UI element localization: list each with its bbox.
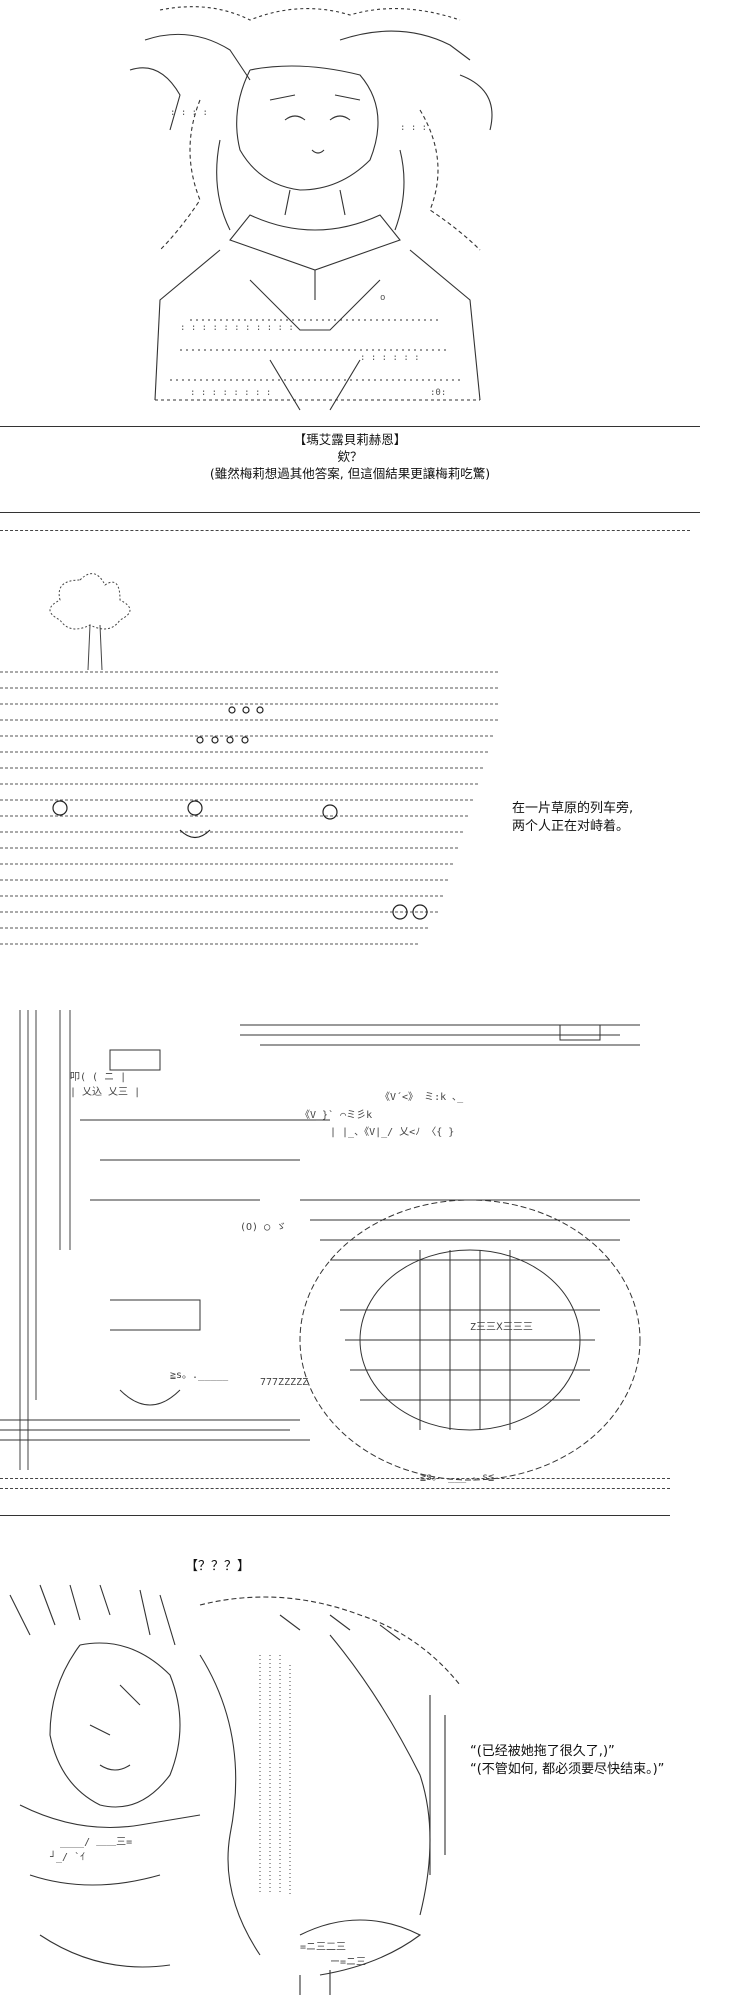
- svg-text:____/ ＿＿三=: ____/ ＿＿三=: [60, 1837, 132, 1848]
- svg-text::0:: :0:: [430, 388, 446, 398]
- svg-text:: : : : : : : :: : : : : : : : :: [190, 388, 271, 398]
- character-ascii-art: : : : : : : : : : : : : : : : : : : : : …: [100, 0, 540, 425]
- panel-3: 叩( ( ニ | | 乂込 乂三 | 《V´<》 ミ:k ､_ 《V_}` ⌒ミ…: [0, 1000, 752, 1520]
- dialogue-line: “(已经被她拖了很久了,)”: [470, 1744, 615, 1759]
- svg-text:《V_}` ⌒ミ彡k: 《V_}` ⌒ミ彡k: [300, 1109, 372, 1121]
- narration: 在一片草原的列车旁, 两个人正在对峙着。: [512, 800, 633, 836]
- dashed-divider: [0, 1478, 670, 1479]
- figure-ascii-art: ____/ ＿＿三= ┘_/ `ｲ =ニ三二三 ー=ニ三: [0, 1575, 480, 1995]
- svg-text:777ZZZZZ: 777ZZZZZ: [260, 1377, 308, 1388]
- dialogue: “(已经被她拖了很久了,)” “(不管如何, 都必须要尽快结束。)”: [470, 1743, 664, 1779]
- speaker-name: 【？？？】: [185, 1559, 251, 1574]
- svg-text:(O) ◯ ゞ: (O) ◯ ゞ: [240, 1222, 286, 1233]
- svg-text:Z三三Ⅹ三三三: Z三三Ⅹ三三三: [470, 1322, 533, 1333]
- dashed-divider: [0, 530, 690, 531]
- machinery-ascii-art: 叩( ( ニ | | 乂込 乂三 | 《V´<》 ミ:k ､_ 《V_}` ⌒ミ…: [0, 1000, 660, 1490]
- svg-text:ー=ニ三: ー=ニ三: [330, 1957, 366, 1968]
- panel-divider: [0, 426, 700, 427]
- svg-text:: : : :: : : : :: [170, 108, 208, 118]
- svg-text:o: o: [380, 293, 385, 303]
- grassland-ascii-art: [0, 560, 500, 970]
- panel-1-caption: 【瑪艾露貝莉赫恩】 欸？ (雖然梅莉想過其他答案, 但這個結果更讓梅莉吃驚): [150, 431, 550, 482]
- svg-text:《V´<》 ミ:k ､_: 《V´<》 ミ:k ､_: [380, 1091, 464, 1103]
- panel-1: : : : : : : : : : : : : : : : : : : : : …: [0, 0, 752, 531]
- narration-line: 在一片草原的列车旁,: [512, 801, 634, 816]
- panel-divider: [0, 1515, 670, 1516]
- svg-text:| |_、《V|_/ 乂<ﾉ 〈{ }: | |_、《V|_/ 乂<ﾉ 〈{ }: [330, 1126, 454, 1138]
- svg-text:: : :: : : :: [400, 123, 427, 133]
- svg-text:┘_/ `ｲ: ┘_/ `ｲ: [50, 1850, 85, 1863]
- panel-divider: [0, 512, 700, 513]
- svg-text:: : : : : :: : : : : : :: [360, 353, 420, 363]
- svg-text:≧s。._____: ≧s。._____: [170, 1370, 229, 1381]
- dialogue-line: 欸？: [337, 449, 363, 464]
- svg-text:=ニ三二三: =ニ三二三: [300, 1942, 346, 1953]
- speaker-name: 【瑪艾露貝莉赫恩】: [293, 432, 407, 447]
- svg-text:≧s。 ___ 。s≦: ≧s。 ___ 。s≦: [420, 1472, 494, 1483]
- svg-text:| 乂込 乂三 |: | 乂込 乂三 |: [70, 1086, 140, 1098]
- dialogue-line: (雖然梅莉想過其他答案, 但這個結果更讓梅莉吃驚): [209, 466, 491, 481]
- narration-line: 两个人正在对峙着。: [512, 819, 630, 834]
- dialogue-line: “(不管如何, 都必须要尽快结束。)”: [470, 1762, 665, 1777]
- svg-text:叩( ( ニ |: 叩( ( ニ |: [70, 1072, 126, 1083]
- panel-4: 【？？？】 ____/ ＿＿三=: [0, 1555, 752, 2000]
- panel-2: 在一片草原的列车旁, 两个人正在对峙着。: [0, 560, 752, 980]
- dashed-divider: [0, 1488, 670, 1489]
- svg-text:: : : : : : : : : : :: : : : : : : : : : : :: [180, 323, 294, 333]
